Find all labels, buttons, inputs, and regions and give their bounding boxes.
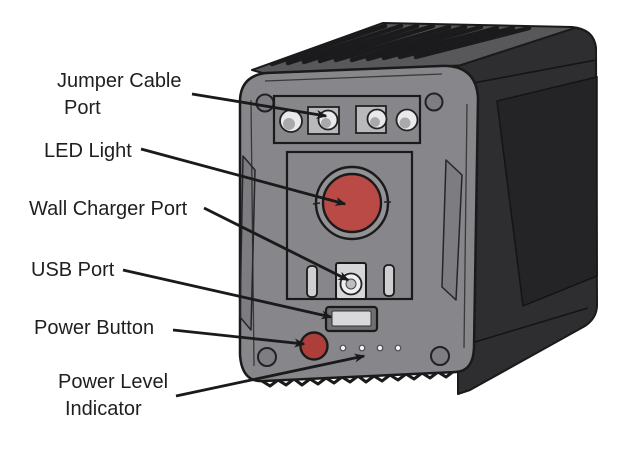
indicator-dot bbox=[394, 344, 402, 352]
label-text: Wall Charger Port bbox=[29, 198, 188, 220]
label-text: Power Level bbox=[58, 371, 169, 393]
arrow-power-level-indicator bbox=[175, 353, 366, 398]
vent-slots-icon bbox=[269, 23, 532, 67]
corner-screws bbox=[255, 92, 450, 367]
jumper-cable-ports bbox=[272, 94, 422, 145]
arrow-led-light bbox=[140, 147, 347, 206]
label-text: Jumper Cable bbox=[57, 70, 182, 92]
vent-slot-right bbox=[383, 264, 395, 297]
label-text: Indicator bbox=[65, 398, 142, 420]
label-text: Port bbox=[64, 97, 101, 119]
label-power-button: Power Button bbox=[34, 315, 154, 342]
indicator-dot bbox=[376, 344, 384, 352]
label-power-level-indicator: Power Level Indicator bbox=[58, 369, 168, 423]
led-light bbox=[312, 165, 391, 241]
usb-port bbox=[324, 305, 379, 333]
label-jumper-cable-port: Jumper Cable Port bbox=[57, 68, 182, 122]
label-text: USB Port bbox=[31, 259, 115, 281]
label-text: LED Light bbox=[44, 140, 132, 162]
arrow-wall-charger-port bbox=[203, 206, 350, 282]
label-text: Power Button bbox=[34, 317, 155, 339]
vent-slot-left bbox=[306, 265, 318, 298]
label-wall-charger-port: Wall Charger Port bbox=[29, 196, 187, 223]
screw-icon bbox=[430, 346, 450, 366]
screw-icon bbox=[255, 93, 275, 113]
usb-socket-icon bbox=[331, 310, 372, 327]
led-lens bbox=[321, 172, 383, 234]
arrow-jumper-cable-port bbox=[191, 92, 328, 119]
left-edge-recess bbox=[239, 155, 256, 331]
indicator-dot bbox=[358, 344, 366, 352]
power-button bbox=[299, 331, 329, 361]
arrow-usb-port bbox=[122, 268, 333, 320]
device-right-side bbox=[457, 27, 598, 395]
right-edge-recess bbox=[441, 159, 463, 301]
label-led-light: LED Light bbox=[44, 138, 132, 165]
indicator-dot bbox=[339, 344, 347, 352]
screw-icon bbox=[424, 92, 444, 112]
arrow-power-button bbox=[172, 328, 306, 348]
power-level-indicator bbox=[339, 344, 402, 352]
label-usb-port: USB Port bbox=[31, 257, 114, 284]
screw-icon bbox=[257, 347, 277, 367]
callout-arrows bbox=[122, 92, 366, 398]
